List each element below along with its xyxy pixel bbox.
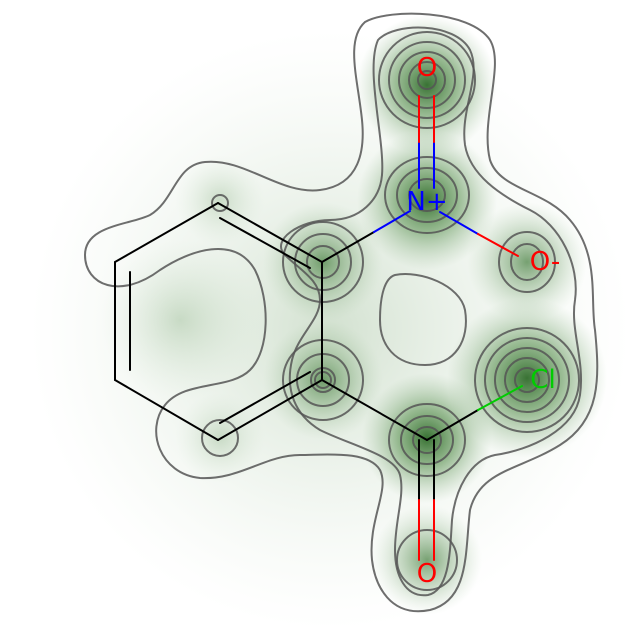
bonds xyxy=(114,95,523,561)
bond xyxy=(219,371,311,424)
bond xyxy=(217,379,323,441)
bond xyxy=(321,231,375,263)
atom-label-chlorine: Cl xyxy=(530,365,555,395)
atom-label-oxygen-minus: O- xyxy=(530,247,561,277)
density-map xyxy=(30,15,630,630)
bond xyxy=(439,211,479,235)
bond xyxy=(321,379,428,441)
bond xyxy=(219,217,311,269)
atom-labels: O N+ O- Cl O xyxy=(406,53,560,589)
bond xyxy=(373,210,411,233)
bond xyxy=(114,202,219,263)
bond xyxy=(477,233,519,257)
bond xyxy=(114,379,219,441)
contour-lines xyxy=(83,12,599,613)
bond xyxy=(217,202,323,263)
bond xyxy=(477,385,523,411)
atom-label-oxygen-bottom: O xyxy=(417,559,437,589)
atom-label-oxygen-top: O xyxy=(417,53,437,83)
bond xyxy=(426,409,479,441)
atom-label-nitrogen-plus: N+ xyxy=(406,187,447,217)
